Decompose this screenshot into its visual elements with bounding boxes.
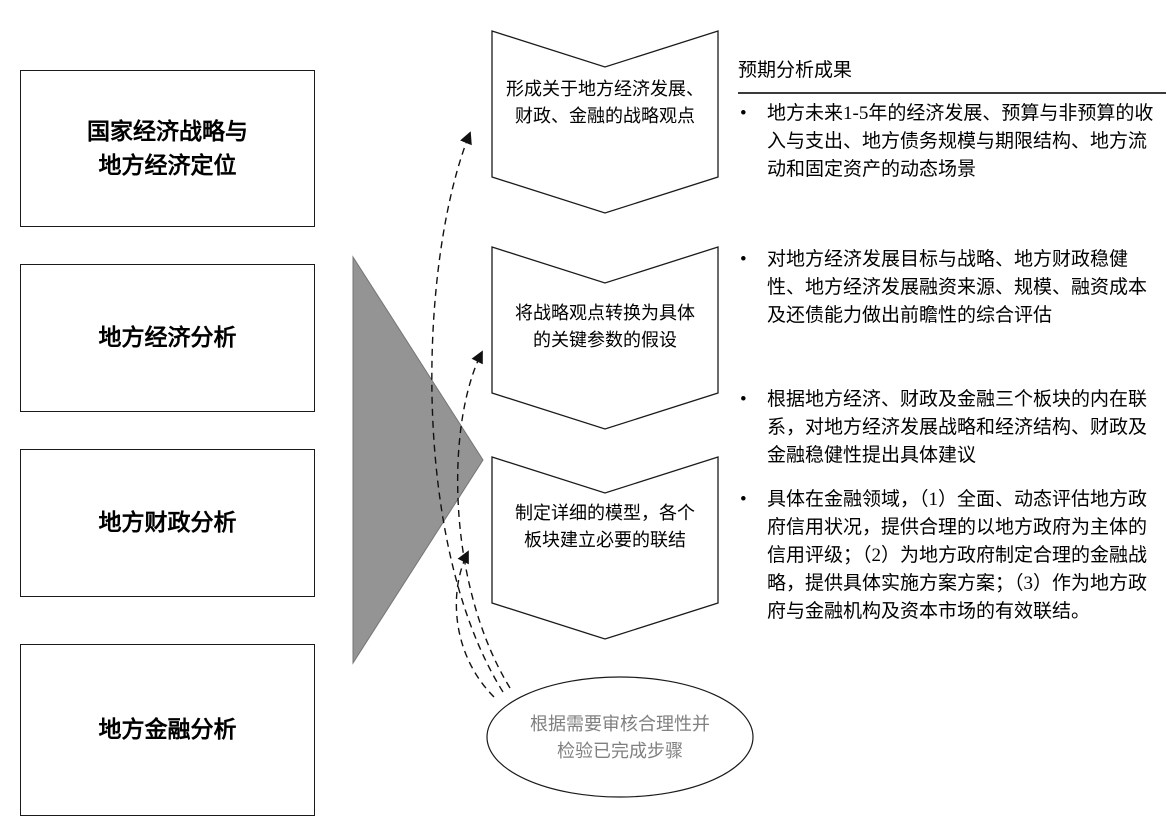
step-3-label: 制定详细的模型，各个 板块建立必要的联结 [515, 503, 695, 550]
result-bullet-1-text: 地方未来1-5年的经济发展、预算与非预算的收入与支出、地方债务规模与期限结构、地… [767, 103, 1154, 180]
review-ellipse [486, 676, 754, 798]
bullet-marker: • [740, 489, 747, 510]
result-bullet-3: • 根据地方经济、财政及金融三个板块的内在联系，对地方经济发展战略和经济结构、财… [740, 386, 1164, 470]
feedback-arrow-to-step-1 [431, 131, 504, 693]
bullet-marker: • [740, 249, 747, 270]
result-bullet-4: • 具体在金融领域，（1）全面、动态评估地方政府信用状况，提供合理的以地方政府为… [740, 486, 1164, 626]
step-2-label: 将战略观点转换为具体 的关键参数的假设 [515, 303, 695, 350]
left-box-local-finance-analysis: 地方金融分析 [20, 644, 315, 816]
left-box-local-fiscal-analysis: 地方财政分析 [20, 449, 315, 597]
result-bullet-1: • 地方未来1-5年的经济发展、预算与非预算的收入与支出、地方债务规模与期限结构… [740, 100, 1164, 184]
result-bullet-4-text: 具体在金融领域，（1）全面、动态评估地方政府信用状况，提供合理的以地方政府为主体… [767, 489, 1148, 622]
feedback-arrow-to-step-3 [455, 550, 495, 698]
step-chevron-2 [491, 246, 719, 430]
review-note-label: 根据需要审核合理性并 检验已完成步骤 [530, 714, 710, 761]
step-1-label: 形成关于地方经济发展、 财政、金融的战略观点 [506, 79, 704, 126]
result-bullet-2-text: 对地方经济发展目标与战略、地方财政稳健性、地方经济发展融资来源、规模、融资成本及… [767, 249, 1148, 326]
flow-arrow [352, 255, 484, 665]
feedback-arrow-to-step-2 [457, 350, 511, 689]
result-bullet-2: • 对地方经济发展目标与战略、地方财政稳健性、地方经济发展融资来源、规模、融资成… [740, 246, 1164, 330]
bullet-marker: • [740, 103, 747, 124]
bullet-marker: • [740, 389, 747, 410]
step-chevron-1 [491, 30, 719, 214]
left-box-national-strategy: 国家经济战略与 地方经济定位 [20, 70, 315, 227]
left-box-local-economy-analysis: 地方经济分析 [20, 264, 315, 412]
result-bullet-3-text: 根据地方经济、财政及金融三个板块的内在联系，对地方经济发展战略和经济结构、财政及… [767, 389, 1148, 466]
results-title: 预期分析成果 [738, 55, 1166, 94]
step-chevron-3 [491, 456, 719, 640]
